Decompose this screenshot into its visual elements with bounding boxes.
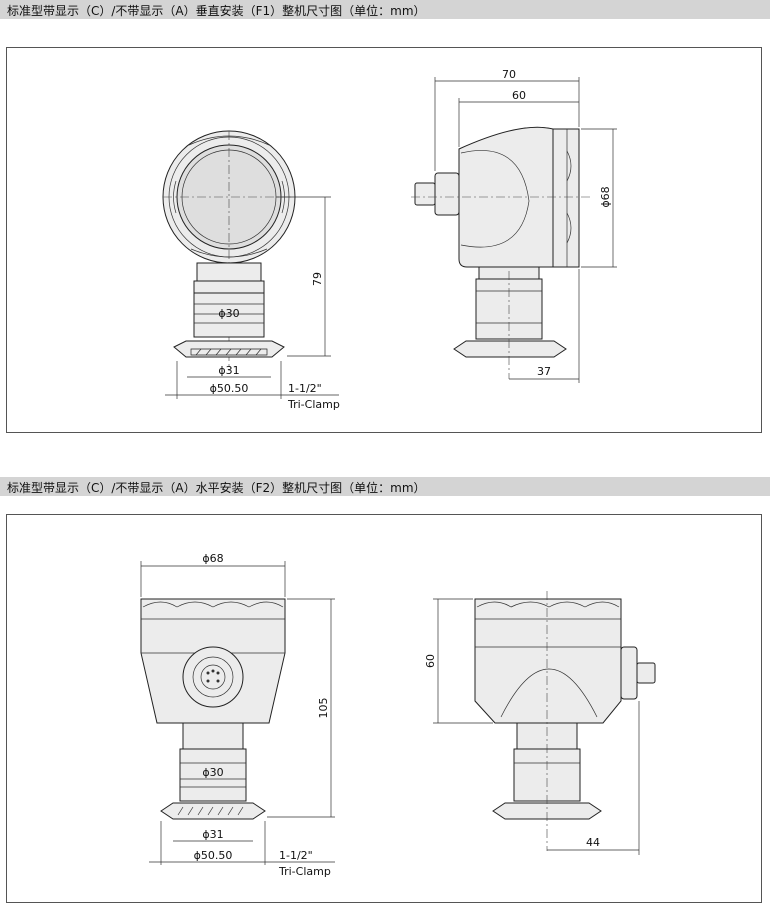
dim-offset-37: 37 [537, 365, 551, 378]
dim-height-60: 60 [424, 654, 437, 668]
dim-diameter-68: ϕ68 [599, 186, 612, 207]
front-view-f2 [140, 598, 286, 820]
side-view-f2 [474, 591, 656, 851]
section-header-f1: 标准型带显示（C）/不带显示（A）垂直安装（F1）整机尺寸图（单位：mm） [0, 0, 770, 19]
dim-flange-diameter: ϕ50.50 [210, 382, 249, 395]
drawing-f1: ϕ30 ϕ31 ϕ50.50 1-1/2" Tri-Clamp 79 70 60… [162, 68, 617, 411]
drawing-f2: ϕ68 105 ϕ30 ϕ31 ϕ50.50 1-1/2" Tri-Clamp … [140, 552, 656, 878]
dim-height-79: 79 [311, 272, 324, 286]
dim-neck-diameter: ϕ30 [218, 307, 239, 320]
dim-connection-type-f2: Tri-Clamp [278, 865, 331, 878]
dim-width-60: 60 [512, 89, 526, 102]
dim-offset-44: 44 [586, 836, 600, 849]
dim-connection-size-f2: 1-1/2" [279, 849, 313, 862]
section-title-f2: 标准型带显示（C）/不带显示（A）水平安装（F2）整机尺寸图（单位：mm） [7, 481, 426, 495]
drawing-frame-f2: ϕ68 105 ϕ30 ϕ31 ϕ50.50 1-1/2" Tri-Clamp … [6, 514, 762, 903]
dim-connection-size: 1-1/2" [288, 382, 322, 395]
section-header-f2: 标准型带显示（C）/不带显示（A）水平安装（F2）整机尺寸图（单位：mm） [0, 477, 770, 496]
dim-connection-type: Tri-Clamp [287, 398, 340, 411]
front-view-f1 [162, 130, 297, 371]
dim-flange-diameter-f2: ϕ50.50 [194, 849, 233, 862]
side-view-f1 [411, 126, 591, 379]
section-title-f1: 标准型带显示（C）/不带显示（A）垂直安装（F1）整机尺寸图（单位：mm） [7, 4, 426, 18]
dim-width-70: 70 [502, 68, 516, 81]
dim-height-105: 105 [317, 698, 330, 719]
drawing-frame-f1: ϕ30 ϕ31 ϕ50.50 1-1/2" Tri-Clamp 79 70 60… [6, 47, 762, 433]
dim-clamp-diameter: ϕ31 [218, 364, 239, 377]
dim-clamp-diameter-f2: ϕ31 [202, 828, 223, 841]
dim-head-diameter: ϕ68 [202, 552, 223, 565]
dim-neck-diameter-f2: ϕ30 [202, 766, 223, 779]
